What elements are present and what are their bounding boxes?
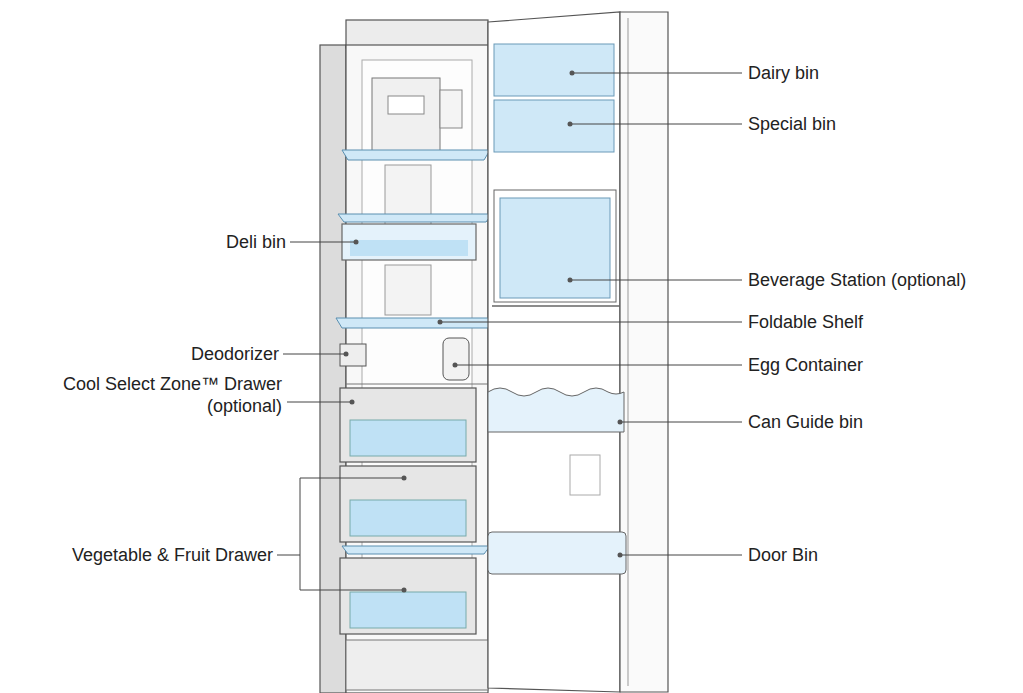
deli-bin-window: [350, 240, 468, 256]
shelf: [336, 318, 494, 328]
door-edge: [620, 12, 668, 692]
back-wall: [362, 60, 472, 630]
leader-line: [440, 322, 742, 323]
filter: [440, 90, 462, 128]
leader-line: [290, 242, 356, 243]
leader-line: [572, 73, 742, 74]
beverage-station: [500, 198, 610, 298]
part-label: Vegetable & Fruit Drawer: [72, 544, 273, 566]
leader-dot: [354, 240, 359, 245]
leader-dot: [570, 71, 575, 76]
deodorizer: [340, 344, 366, 366]
special-bin: [494, 100, 614, 152]
fruit-drawer: [340, 558, 476, 634]
shelf-edge: [346, 384, 488, 385]
leader-line: [287, 402, 352, 403]
part-label: Can Guide bin: [748, 411, 863, 433]
leader-dot: [350, 400, 355, 405]
leader-dot: [568, 122, 573, 127]
part-label: Dairy bin: [748, 62, 819, 84]
leader-line: [620, 422, 742, 423]
can-guide-bin: [488, 388, 624, 432]
part-label: Foldable Shelf: [748, 311, 863, 333]
vegetable-drawer: [340, 466, 476, 542]
leader-line: [620, 555, 742, 556]
door-detail: [570, 455, 600, 495]
bracket-line: [277, 478, 404, 590]
leader-dot: [344, 352, 349, 357]
drawer-window: [350, 592, 466, 628]
leader-line: [283, 354, 346, 355]
ice-module-panel: [388, 96, 424, 114]
part-label: Deli bin: [226, 231, 286, 253]
part-label: Beverage Station (optional): [748, 269, 966, 291]
leader-dot: [618, 420, 623, 425]
leader-dot: [438, 320, 443, 325]
cabinet-top: [346, 20, 488, 48]
ice-module: [372, 78, 440, 158]
shelf: [342, 546, 490, 554]
part-label: Door Bin: [748, 544, 818, 566]
shelf: [342, 150, 490, 160]
dairy-bin: [494, 44, 614, 96]
door-gasket: [628, 18, 629, 686]
part-label: Deodorizer: [191, 343, 279, 365]
beverage-station-frame: [494, 190, 616, 302]
leader-line: [570, 280, 742, 281]
deli-bin: [342, 224, 476, 260]
leader-dot: [453, 363, 458, 368]
leader-line: [455, 365, 742, 366]
leader-dot: [618, 553, 623, 558]
part-label: Egg Container: [748, 354, 863, 376]
egg-container: [443, 338, 469, 380]
leader-dot: [402, 588, 407, 593]
shelf: [338, 214, 492, 222]
base: [346, 640, 488, 690]
leader-dot: [568, 278, 573, 283]
part-label: Cool Select Zone™ Drawer (optional): [42, 373, 282, 417]
leader-dot: [402, 476, 407, 481]
foldable-shelf: [492, 305, 620, 307]
drawer-window: [350, 420, 466, 456]
door-inner: [488, 12, 620, 692]
leader-line: [570, 124, 742, 125]
part-label: Special bin: [748, 113, 836, 135]
door-bin: [488, 532, 626, 574]
duct: [385, 265, 431, 315]
cool-select-drawer: [340, 388, 476, 462]
drawer-window: [350, 500, 466, 536]
